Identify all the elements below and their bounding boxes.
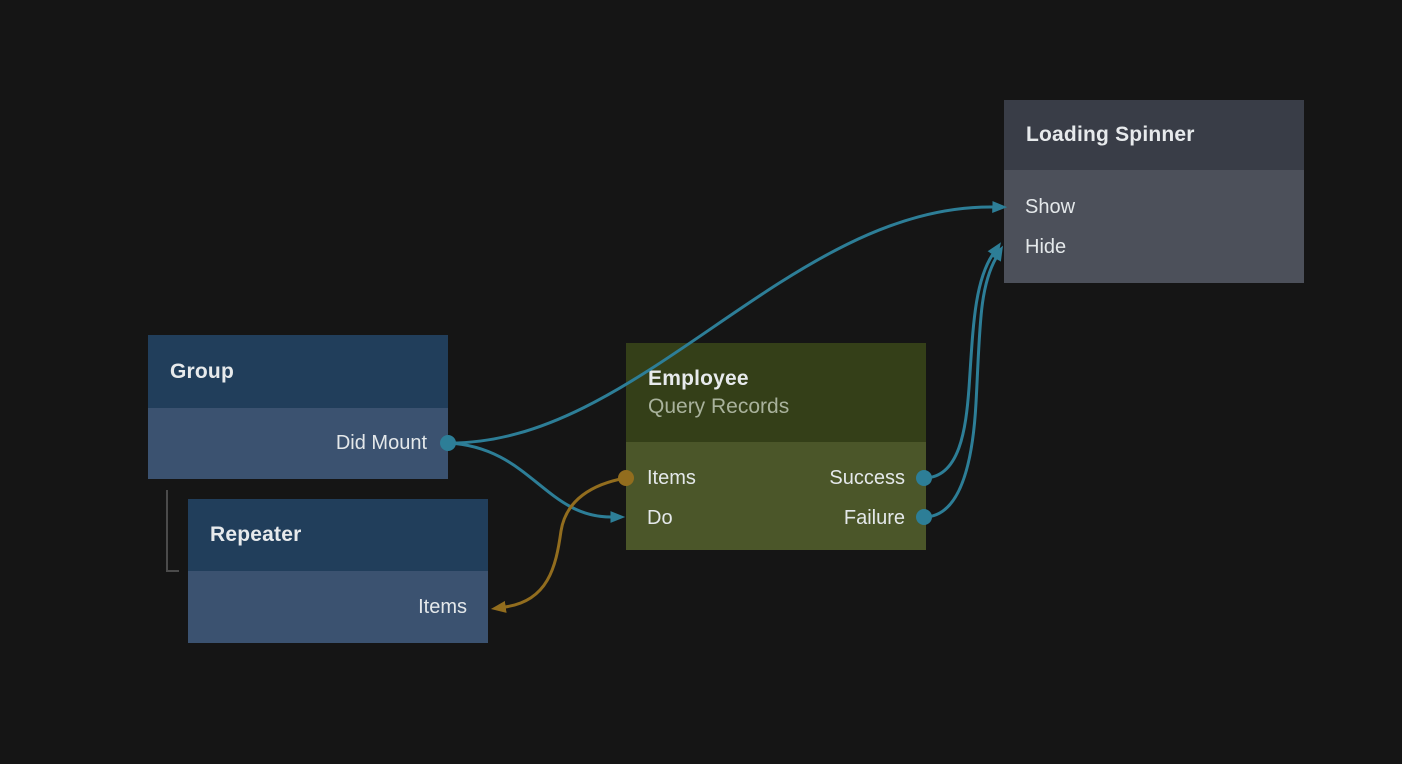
port-label: Hide (1025, 235, 1067, 258)
node-group-header[interactable]: Group (148, 335, 448, 408)
node-loading-spinner[interactable]: Loading Spinner Show Hide (1004, 100, 1304, 283)
edge-success-hide[interactable] (922, 242, 1001, 480)
node-title: Employee (648, 366, 749, 390)
port-label: Show (1025, 195, 1076, 218)
port-show[interactable]: Show (1004, 187, 1304, 227)
node-title: Repeater (210, 523, 302, 546)
port-label: Did Mount (335, 431, 427, 454)
port-row: Do Failure (626, 498, 926, 538)
hierarchy-connector-group-repeater (166, 490, 179, 572)
port-employee-do[interactable]: Do (647, 506, 673, 529)
node-employee-header[interactable]: Employee Query Records (626, 343, 926, 442)
node-repeater-header[interactable]: Repeater (188, 499, 488, 571)
node-employee-body: Items Success Do Failure (626, 442, 926, 550)
port-repeater-items[interactable]: Items (188, 587, 488, 627)
node-loading-spinner-header[interactable]: Loading Spinner (1004, 100, 1304, 170)
node-group[interactable]: Group Did Mount (148, 335, 448, 479)
port-employee-items[interactable]: Items (647, 466, 696, 489)
port-label: Items (418, 595, 467, 618)
node-loading-spinner-body: Show Hide (1004, 170, 1304, 283)
port-did-mount[interactable]: Did Mount (148, 423, 448, 463)
port-employee-failure[interactable]: Failure (843, 506, 905, 529)
node-title: Loading Spinner (1026, 123, 1195, 146)
node-title: Group (170, 359, 234, 383)
node-repeater[interactable]: Repeater Items (188, 499, 488, 643)
port-employee-success[interactable]: Success (829, 466, 905, 489)
node-employee-query-records[interactable]: Employee Query Records Items Success Do … (626, 343, 926, 550)
edge-employeeitems-repeateritems[interactable] (490, 476, 628, 613)
port-row: Items Success (626, 458, 926, 498)
node-subtitle: Query Records (648, 394, 790, 418)
edge-failure-hide[interactable] (922, 245, 1004, 519)
node-repeater-body: Items (188, 571, 488, 643)
node-group-body: Did Mount (148, 408, 448, 479)
port-hide[interactable]: Hide (1004, 227, 1304, 267)
